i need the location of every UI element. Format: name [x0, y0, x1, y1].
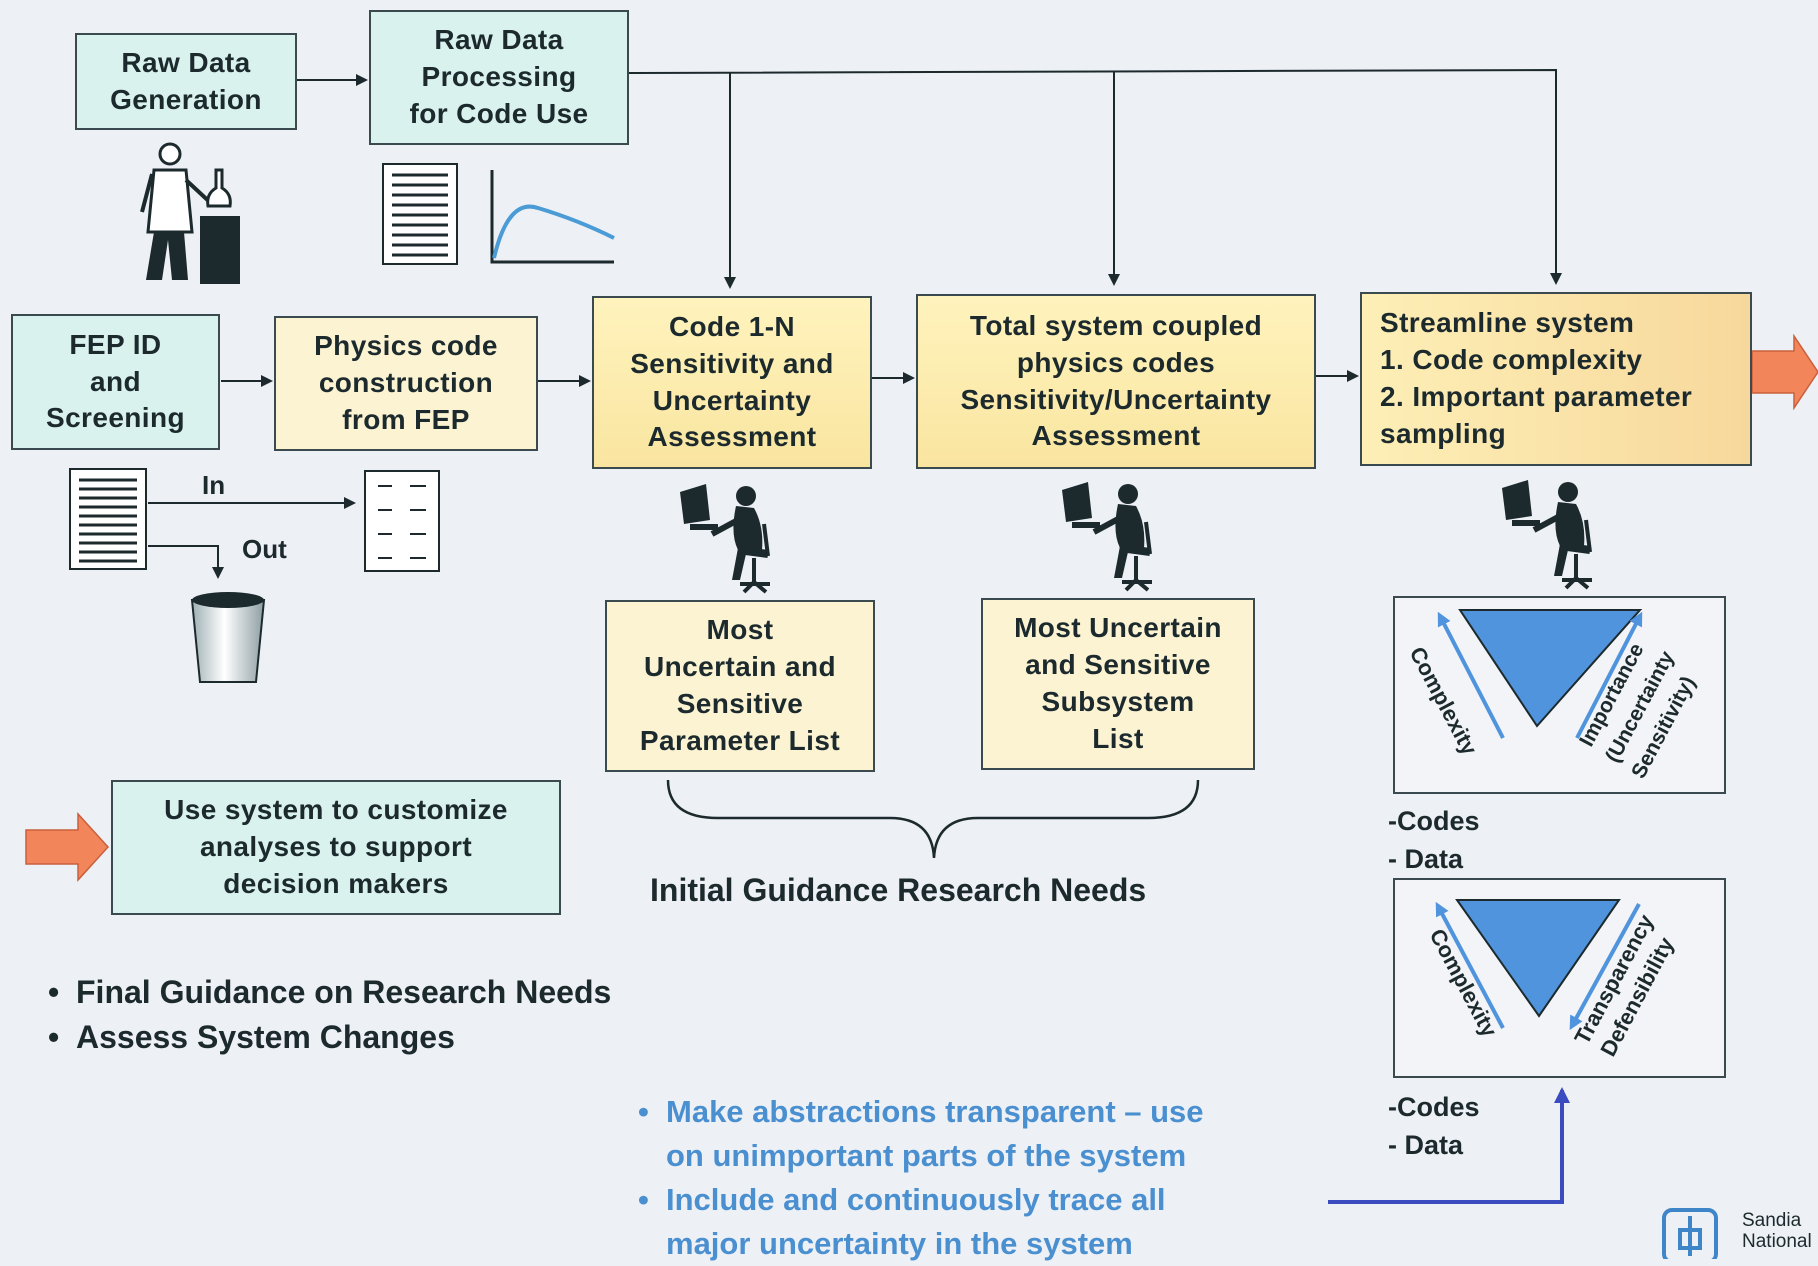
box-line: Streamline system: [1380, 307, 1635, 339]
box-line: Assessment: [1031, 420, 1201, 452]
orange-arrow-left: [25, 812, 110, 882]
list-item-line: Make abstractions transparent – use: [666, 1094, 1204, 1129]
guidance-brace: [666, 779, 1200, 859]
arrow-out: [148, 545, 224, 579]
codes-data-label: -Codes - Data: [1388, 1088, 1480, 1164]
box-line: analyses to support: [199, 831, 473, 863]
data-table-icon: [382, 163, 458, 265]
codes-line: -Codes: [1388, 806, 1480, 836]
list-item: Make abstractions transparent – use on u…: [638, 1090, 1204, 1178]
box-line: Raw Data: [434, 24, 564, 56]
box-line: Sensitive: [676, 688, 804, 719]
box-line: and: [90, 365, 141, 397]
box-line: from FEP: [342, 403, 470, 435]
box-line: and Sensitive: [1025, 649, 1211, 681]
box-line: Code 1-N: [668, 310, 796, 342]
use-system-box: Use system to customize analyses to supp…: [111, 780, 561, 915]
curve-chart-icon: [490, 170, 615, 264]
inverted-triangle: [1455, 899, 1621, 1018]
orange-arrow-right: [1751, 333, 1818, 411]
fep-id-box: FEP ID and Screening: [11, 314, 220, 450]
box-line: Most Uncertain: [1014, 612, 1222, 644]
box-line: Subsystem: [1041, 686, 1195, 717]
complexity-label: Complexity: [1405, 643, 1483, 760]
out-label: Out: [242, 534, 287, 564]
total-system-box: Total system coupled physics codes Sensi…: [916, 294, 1316, 469]
box-line: 1. Code complexity: [1380, 344, 1643, 376]
box-line: 2. Important parameter: [1380, 381, 1693, 412]
box-line: List: [1092, 722, 1144, 754]
transparency-arrow: [1569, 903, 1641, 1031]
output-document-icon: [364, 470, 440, 572]
box-line: Assessment: [647, 421, 817, 453]
initial-guidance-label: Initial Guidance Research Needs: [650, 872, 1147, 908]
sandia-logo-icon: [1662, 1208, 1718, 1259]
box-line: Total system coupled: [969, 309, 1263, 341]
final-guidance-list: Final Guidance on Research Needs Assess …: [48, 970, 611, 1060]
streamline-system-box: Streamline system 1. Code complexity 2. …: [1360, 292, 1752, 466]
in-label: In: [202, 470, 226, 500]
list-item-line: on unimportant parts of the system: [666, 1138, 1187, 1173]
sandia-logo-text: Sandia National: [1742, 1210, 1812, 1252]
inverted-triangle: [1458, 609, 1643, 728]
complexity-importance-triangle-panel: Complexity Importance (Uncertainty Sensi…: [1393, 596, 1726, 794]
box-line: Uncertain and: [644, 651, 836, 683]
box-line: FEP ID: [69, 328, 162, 360]
data-line: - Data: [1388, 1130, 1464, 1160]
box-line: Uncertainty: [652, 384, 812, 416]
box-line: Use system to customize: [164, 794, 508, 826]
box-line: Sensitivity and: [630, 347, 834, 379]
codes-line: -Codes: [1388, 1092, 1480, 1122]
box-line: sampling: [1380, 417, 1507, 449]
box-line: Most: [706, 614, 774, 646]
list-item: Assess System Changes: [48, 1015, 611, 1060]
scientist-icon: [140, 142, 240, 284]
computer-worker-icon: [680, 484, 770, 594]
box-line: construction: [318, 367, 494, 399]
blue-recommendation-list: Make abstractions transparent – use on u…: [638, 1090, 1204, 1266]
box-line: decision makers: [223, 867, 449, 899]
data-line: - Data: [1388, 844, 1464, 874]
logo-line: National: [1742, 1231, 1812, 1252]
raw-data-processing-box: Raw Data Processing for Code Use: [369, 10, 629, 145]
codes-data-label: -Codes - Data: [1388, 802, 1480, 878]
list-item: Include and continuously trace all major…: [638, 1178, 1204, 1266]
physics-code-box: Physics code construction from FEP: [274, 316, 538, 451]
raw-data-generation-box: Raw Data Generation: [75, 33, 297, 130]
computer-worker-icon: [1062, 482, 1152, 592]
triangle-diagram: Complexity Importance (Uncertainty Sensi…: [1405, 609, 1700, 782]
box-line: Sensitivity/Uncertainty: [960, 383, 1272, 415]
box-line: Parameter List: [639, 724, 841, 756]
parameter-list-box: Most Uncertain and Sensitive Parameter L…: [605, 600, 875, 772]
box-line: Screening: [46, 402, 185, 434]
subsystem-list-box: Most Uncertain and Sensitive Subsystem L…: [981, 598, 1255, 770]
trash-can-icon: [190, 592, 266, 683]
box-line: for Code Use: [409, 97, 589, 129]
box-line: physics codes: [1016, 346, 1216, 378]
complexity-arrow: [1437, 611, 1505, 739]
list-item-line: major uncertainty in the system: [666, 1226, 1133, 1261]
box-line: Physics code: [314, 330, 498, 362]
box-line: Processing: [421, 61, 577, 93]
list-item-line: Include and continuously trace all: [666, 1182, 1166, 1217]
complexity-arrow: [1435, 901, 1505, 1029]
list-item: Final Guidance on Research Needs: [48, 970, 611, 1015]
triangle-diagram: Complexity Transparency Defensibility: [1425, 899, 1679, 1060]
box-line: Generation: [110, 83, 262, 115]
complexity-transparency-triangle-panel: Complexity Transparency Defensibility: [1393, 878, 1726, 1078]
logo-line: Sandia: [1742, 1210, 1802, 1231]
computer-worker-icon: [1502, 480, 1592, 590]
input-document-icon: [69, 468, 147, 570]
importance-arrow: [1575, 611, 1643, 739]
distribution-line: [627, 68, 1562, 285]
box-line: Raw Data: [121, 46, 251, 78]
feedback-arrow: [1328, 1087, 1570, 1204]
code-1n-box: Code 1-N Sensitivity and Uncertainty Ass…: [592, 296, 872, 469]
